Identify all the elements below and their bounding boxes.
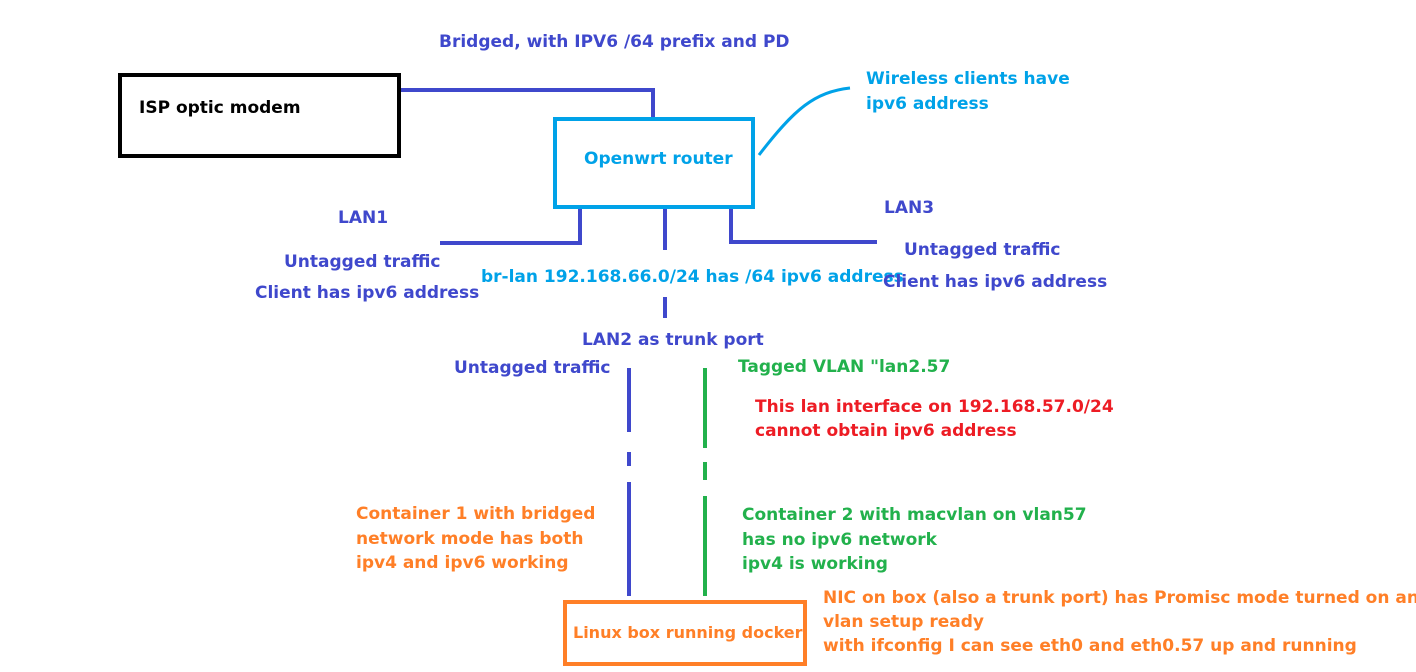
wireless-label-line2: ipv6 address [866,94,989,114]
lan3-untagged-label: Untagged traffic [904,240,1061,260]
nic-line1: NIC on box (also a trunk port) has Promi… [823,588,1416,608]
container2-line2: has no ipv6 network [742,530,937,550]
container2-line1: Container 2 with macvlan on vlan57 [742,505,1087,525]
vlan-issue-line2: cannot obtain ipv6 address [755,421,1017,441]
vlan-issue-line1: This lan interface on 192.168.57.0/24 [755,397,1114,417]
router-label: Openwrt router [584,149,733,169]
container1-line2: network mode has both [356,529,584,549]
openwrt-router-box: Openwrt router [553,117,755,209]
lan1-client-label: Client has ipv6 address [255,283,480,303]
link-modem-router [400,88,655,118]
lan3-client-label: Client has ipv6 address [883,272,1108,292]
link-wireless [757,86,851,156]
link-lan1 [440,207,582,245]
lan1-untagged-label: Untagged traffic [284,252,441,272]
isp-modem-box: ISP optic modem [118,73,401,158]
tagged-vlan-label: Tagged VLAN "lan2.57 [738,357,951,377]
lan1-label: LAN1 [338,208,389,228]
br-lan-label: br-lan 192.168.66.0/24 has /64 ipv6 addr… [481,267,904,287]
lan2-untagged-label: Untagged traffic [454,358,611,378]
container1-line1: Container 1 with bridged [356,504,596,524]
lan2-trunk-label: LAN2 as trunk port [582,330,764,350]
wireless-label-line1: Wireless clients have [866,69,1070,89]
linux-box-label: Linux box running docker [573,623,803,642]
nic-line3: with ifconfig I can see eth0 and eth0.57… [823,636,1357,656]
linux-box: Linux box running docker [563,600,807,666]
nic-line2: vlan setup ready [823,612,985,632]
container2-line3: ipv4 is working [742,554,888,574]
link-lan3 [729,207,877,244]
lan3-label: LAN3 [884,198,935,218]
isp-modem-label: ISP optic modem [139,98,301,118]
bridged-label: Bridged, with IPV6 /64 prefix and PD [439,32,790,52]
container1-line3: ipv4 and ipv6 working [356,553,569,573]
